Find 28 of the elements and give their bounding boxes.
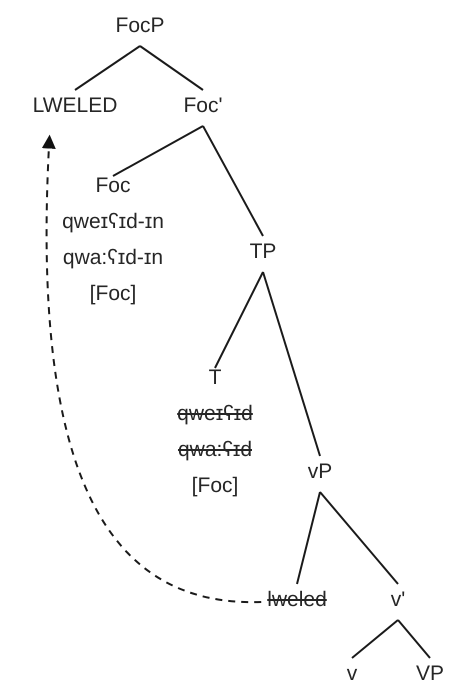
feature-label: qwa:ʕɪd-ɪn (62, 246, 164, 270)
feature-label: qwa:ʕɪd (178, 438, 252, 462)
tree-branch (262, 272, 321, 456)
node-label: FocP (116, 8, 164, 44)
node-label: Foc (95, 174, 130, 198)
feature-label: [Foc] (90, 282, 136, 306)
tree-branch (139, 45, 204, 91)
movement-arrow (42, 134, 262, 603)
node-label: vP (308, 454, 332, 490)
tree-branch (351, 619, 399, 659)
node-label: VP (416, 656, 444, 685)
tree-branch (319, 491, 399, 585)
node-label: lweled (267, 582, 327, 618)
feature-label: [Foc] (192, 474, 238, 498)
feature-label: qweɪʕɪd-ɪn (62, 210, 164, 234)
node-label: v (346, 656, 358, 685)
tree-branch (202, 126, 264, 236)
tree-branch (214, 272, 264, 368)
tree-branch (112, 125, 204, 177)
tree-branch (397, 619, 431, 659)
feature-label: qweɪʕɪd (177, 402, 253, 426)
tree-branch (74, 45, 141, 91)
node-label: LWELED (32, 88, 118, 124)
node-label: v' (390, 582, 406, 618)
node-label: Foc' (183, 88, 223, 124)
node-label: TP (250, 234, 276, 270)
node-label: T (208, 366, 222, 390)
tree-branch (296, 492, 321, 584)
